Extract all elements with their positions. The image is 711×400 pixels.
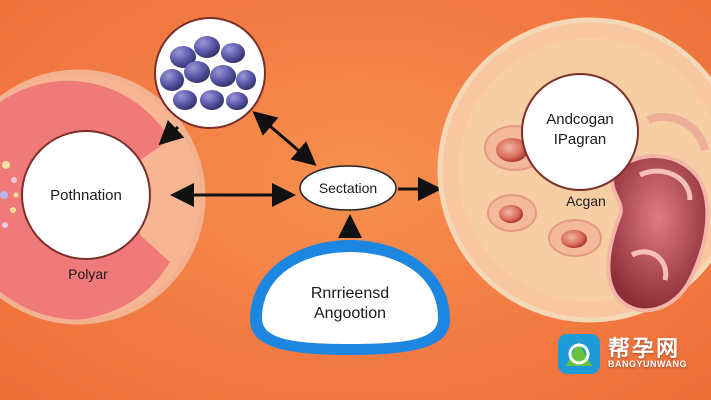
arrow-granule-to-left: [158, 119, 185, 146]
left-inner-circle: [21, 130, 151, 260]
left-band-label: Polyar: [68, 266, 108, 282]
arrows: [158, 111, 442, 238]
left-circle-label: Pothnation: [50, 187, 122, 204]
watermark-subtitle: BANGYUNWANG: [608, 359, 687, 369]
right-inner-circle: [521, 73, 639, 191]
bottom-oval-line1: Rnrrieensd: [310, 285, 390, 302]
watermark: 帮孕网 BANGYUNWANG: [556, 331, 706, 377]
right-circle-line1: Andcogan: [546, 111, 614, 128]
watermark-logo-icon: [558, 334, 600, 374]
right-circle-line2: IPagran: [553, 131, 607, 148]
left-granules: [0, 161, 19, 228]
organ-shape: [606, 154, 710, 313]
granule-cluster: [154, 17, 266, 129]
arrow-granule-to-center: [252, 111, 317, 166]
center-oval: [299, 165, 397, 211]
bottom-oval: [250, 240, 450, 355]
right-organ-label: Acgan: [566, 193, 606, 209]
watermark-title: 帮孕网: [608, 337, 681, 362]
bottom-oval-line2: Angootion: [313, 305, 387, 322]
center-oval-label: Sectation: [318, 180, 378, 196]
